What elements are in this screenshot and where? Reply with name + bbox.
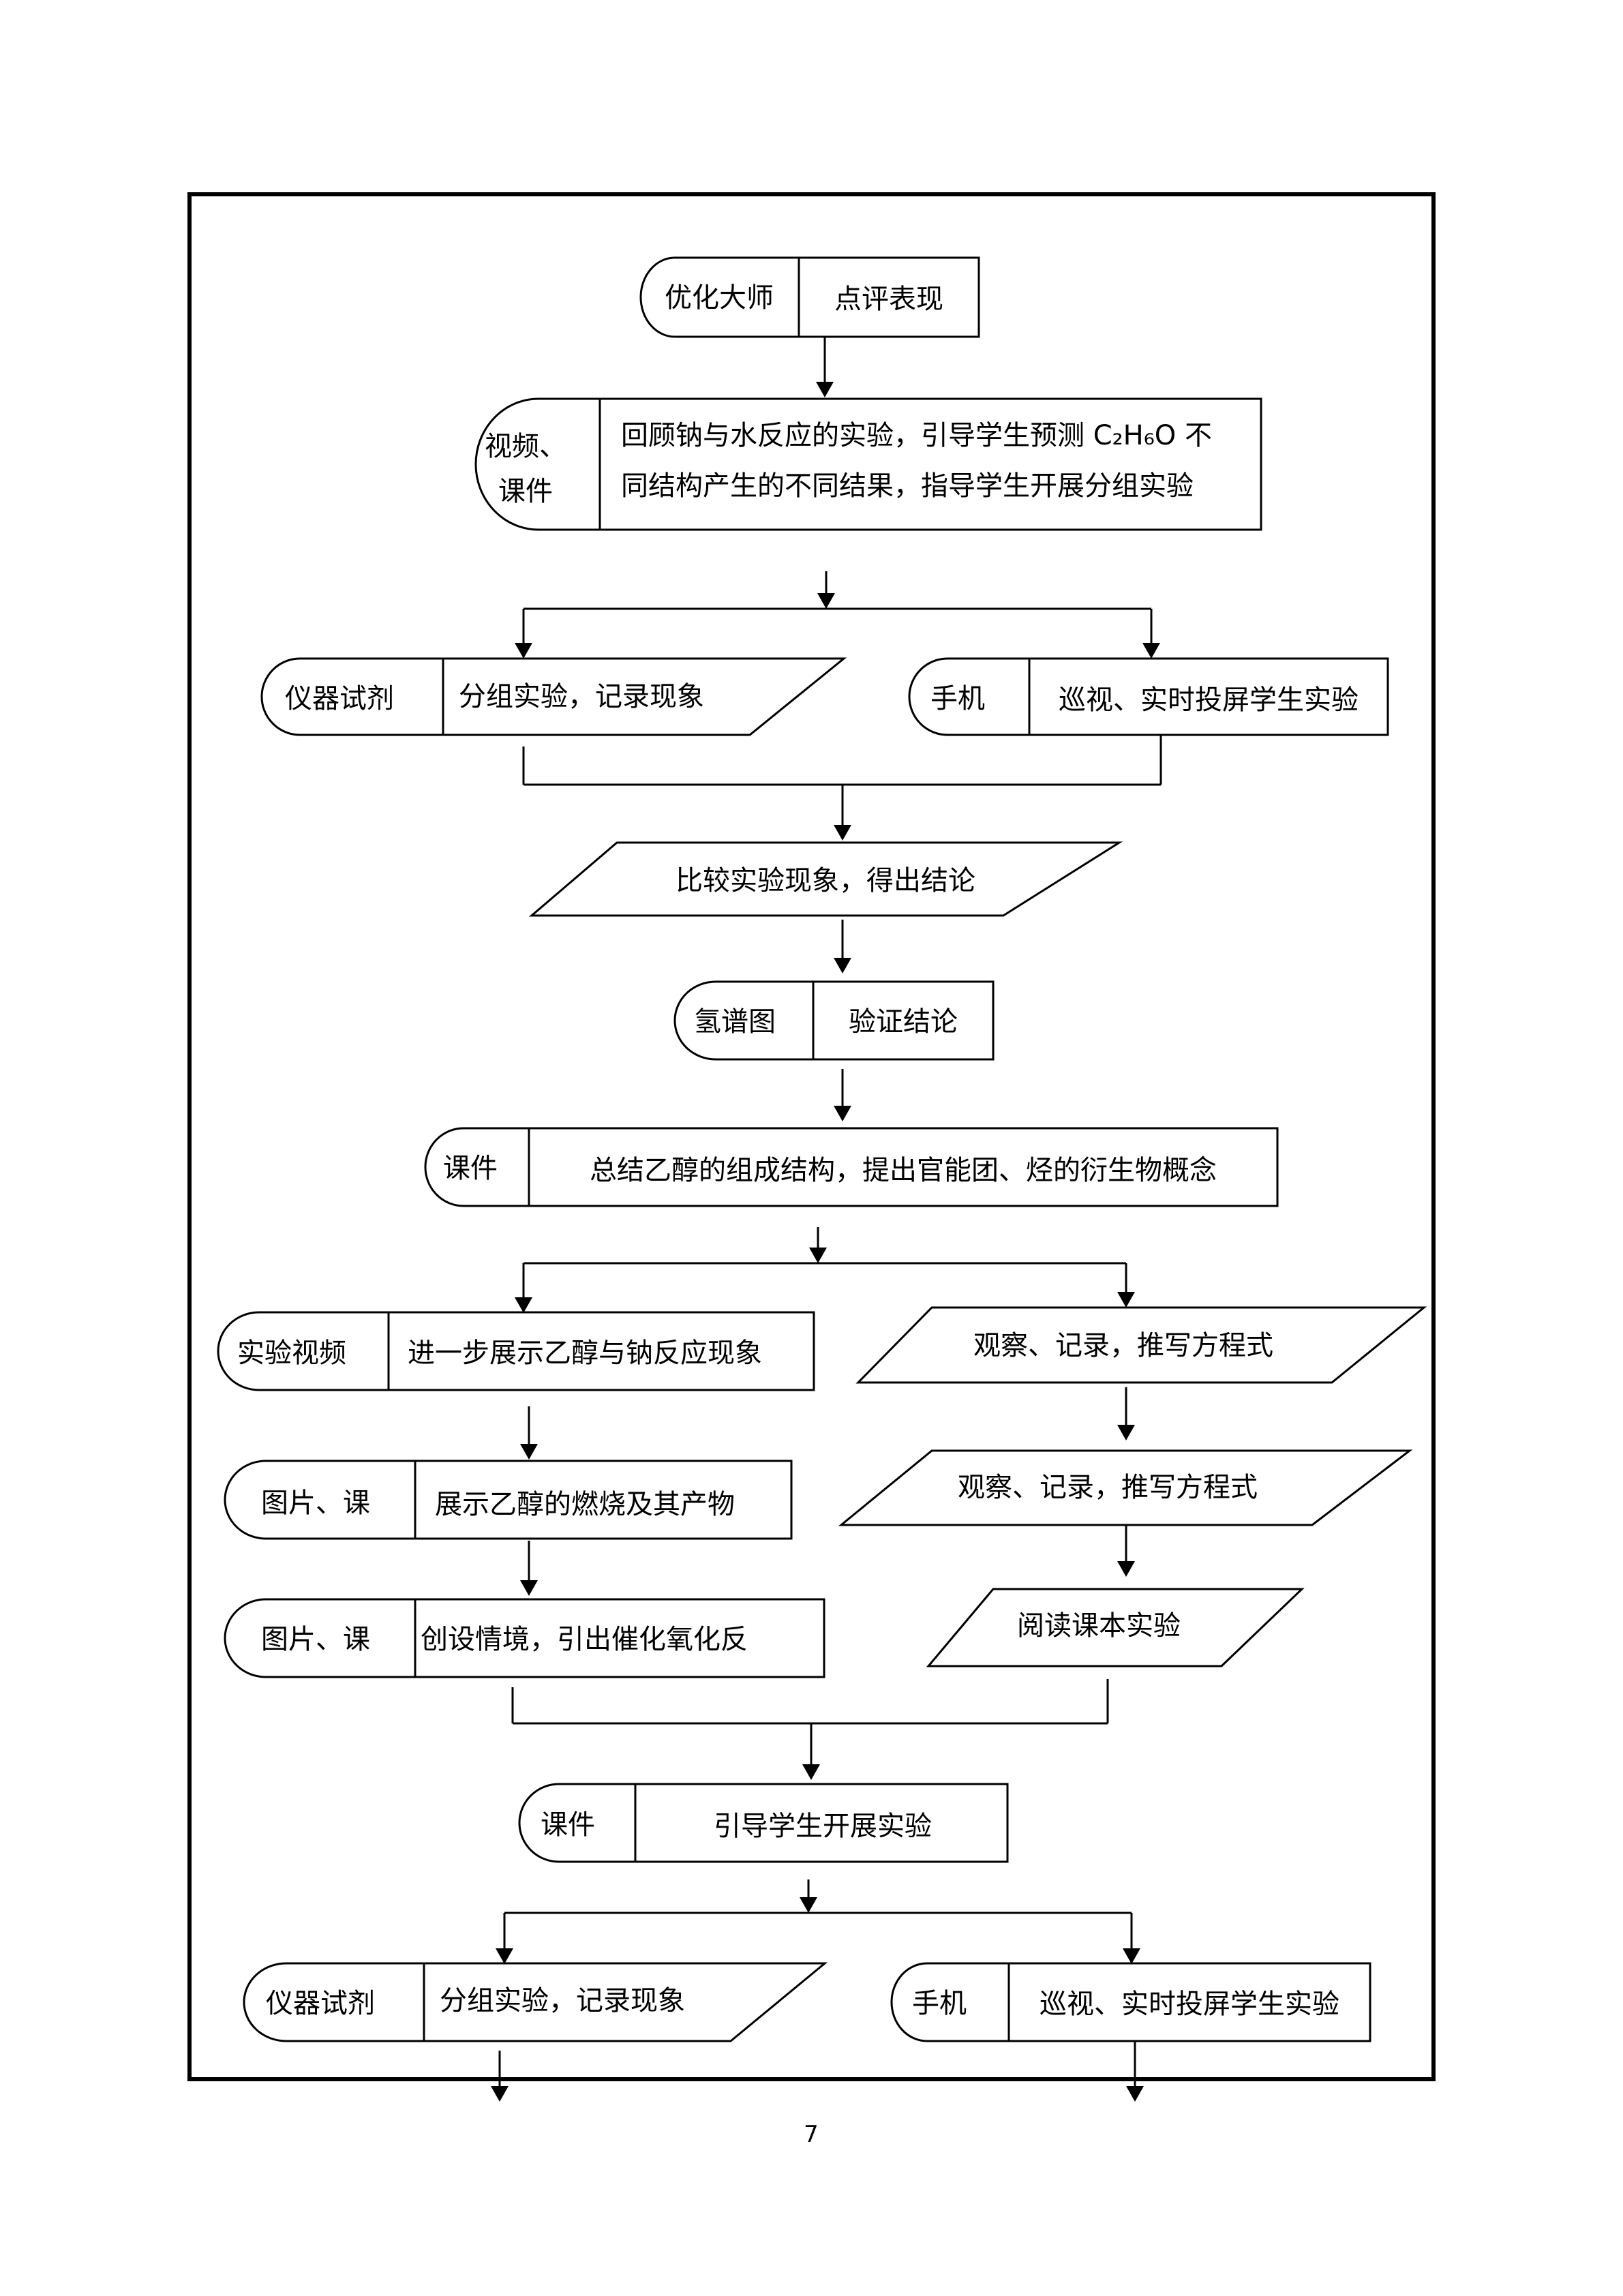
resource-node-step1 [639,256,800,338]
resource-label: 图片、课 [261,1487,370,1519]
arrowhead [491,2086,509,2102]
arrowhead [1117,1561,1135,1577]
resource-label: 优化大师 [665,282,774,314]
outer-frame [187,192,1436,2081]
action-node-step4 [528,841,1123,917]
action-node-step7-right-1 [855,1306,1427,1384]
arrowhead [1126,2086,1144,2102]
page-number: 7 [804,2121,819,2148]
resource-node-step7-left-2 [224,1460,416,1540]
action-label: 点评表现 [834,284,943,315]
resource-label: 视频、 [485,431,566,462]
arrowhead [834,825,851,841]
resource-node-step3-right [908,657,1031,736]
action-label: 回顾钠与水反应的实验，引导学生预测 C₂H₆O 不 [621,420,1212,451]
action-node-step6 [528,1127,1279,1207]
arrowhead [1117,1425,1135,1440]
arrowhead [1142,643,1160,659]
resource-label: 手机 [930,683,985,714]
arrowhead [816,382,834,397]
resource-node-step7-left-3 [224,1598,416,1678]
arrowhead [496,1948,513,1964]
resource-label: 课件 [498,476,553,507]
action-node-step7-left-3 [414,1598,825,1678]
resource-label: 仪器试剂 [266,1988,375,2019]
action-node-step8 [634,1783,1009,1863]
action-label: 分组实验，记录现象 [440,1985,685,2016]
action-node-step7-left-2 [414,1460,793,1540]
resource-label: 课件 [541,1809,595,1841]
arrowhead [515,643,532,659]
action-node-step3-left [442,657,847,736]
resource-node-step6 [424,1127,530,1207]
resource-node-step9-left [243,1962,425,2042]
arrowhead [1117,1292,1135,1308]
arrowhead [520,1444,538,1460]
resource-label: 仪器试剂 [285,683,394,714]
arrowhead [800,1897,817,1913]
resource-node-step8 [518,1783,637,1863]
resource-label: 手机 [912,1988,967,2019]
action-label: 巡视、实时投屏学生实验 [1040,1989,1339,2020]
resource-node-step3-left [260,657,444,736]
action-label: 创设情境，引出催化氧化反 [421,1624,748,1655]
arrowhead [515,1297,532,1313]
action-label: 比较实验现象，得出结论 [676,865,975,896]
action-node-step3-right [1028,657,1389,736]
resource-node-step7-left-1 [217,1311,390,1391]
action-node-step5 [812,980,995,1061]
arrowhead [809,1248,827,1263]
action-node-step7-right-3 [926,1588,1305,1667]
resource-node-step9-right [890,1962,1010,2042]
action-label: 验证结论 [849,1006,958,1038]
arrowhead [834,1106,851,1121]
arrowhead [834,958,851,973]
action-node-step1 [798,256,980,338]
action-label: 阅读课本实验 [1017,1610,1181,1642]
action-node-step2 [598,397,1262,531]
resource-node-step2 [474,397,601,531]
resource-node-step5 [673,980,815,1061]
action-node-step7-right-2 [838,1449,1413,1526]
arrowhead [1123,1948,1140,1964]
action-node-step9-right [1007,1962,1371,2042]
action-label: 总结乙醇的组成结构，提出官能团、烃的衍生物概念 [590,1155,1217,1186]
action-label: 分组实验，记录现象 [459,681,704,712]
arrowhead [520,1580,538,1596]
action-label: 同结构产生的不同结果，指导学生开展分组实验 [621,470,1194,502]
resource-label: 氢谱图 [694,1006,776,1038]
arrowhead [802,1764,820,1780]
resource-label: 课件 [443,1153,498,1184]
action-label: 巡视、实时投屏学生实验 [1059,684,1359,716]
action-node-step9-left [423,1962,828,2042]
action-label: 观察、记录，推写方程式 [973,1330,1273,1361]
action-label: 引导学生开展实验 [714,1811,932,1842]
action-label: 观察、记录，推写方程式 [958,1472,1258,1503]
arrowhead [817,593,835,609]
resource-label: 实验视频 [237,1338,346,1369]
resource-label: 图片、课 [261,1624,370,1655]
action-label: 展示乙醇的燃烧及其产物 [435,1489,735,1520]
action-node-step7-left-1 [387,1311,815,1391]
action-label: 进一步展示乙醇与钠反应现象 [408,1338,762,1369]
